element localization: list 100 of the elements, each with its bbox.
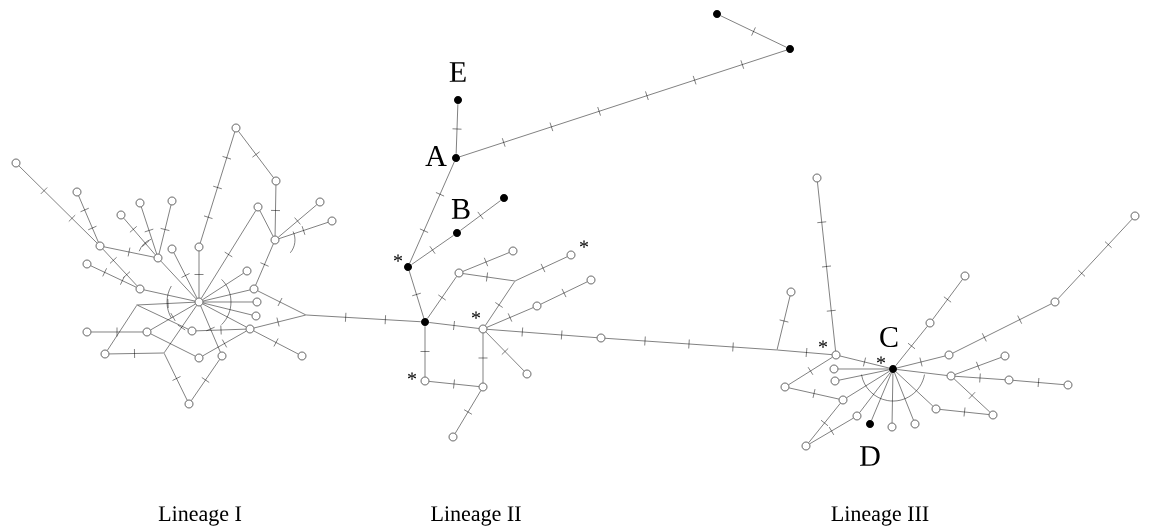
network-line bbox=[932, 279, 963, 320]
network-line bbox=[953, 378, 991, 413]
network-line bbox=[486, 307, 534, 328]
network-line bbox=[460, 200, 501, 231]
network-line bbox=[429, 379, 479, 389]
network-line bbox=[409, 161, 455, 264]
network-line bbox=[200, 131, 235, 244]
network-line bbox=[452, 103, 462, 155]
network-line bbox=[173, 252, 198, 299]
network-line bbox=[463, 272, 515, 282]
network-line bbox=[257, 290, 306, 315]
network-line bbox=[202, 302, 253, 316]
node-label: D bbox=[860, 446, 880, 466]
network-line bbox=[895, 326, 928, 366]
network-line bbox=[1057, 218, 1133, 300]
node-label: A bbox=[425, 146, 447, 166]
network-line bbox=[102, 248, 138, 287]
network-line bbox=[478, 333, 488, 383]
network-line bbox=[952, 303, 1052, 354]
network-line bbox=[203, 301, 253, 303]
network-line bbox=[427, 276, 457, 319]
network-line bbox=[109, 348, 164, 359]
network-line bbox=[485, 281, 515, 326]
network-line bbox=[411, 235, 454, 265]
network-line bbox=[253, 314, 306, 329]
network-line bbox=[202, 330, 247, 357]
network-line bbox=[270, 185, 281, 236]
network-line bbox=[420, 325, 430, 377]
network-line bbox=[485, 331, 525, 372]
network-line bbox=[955, 373, 1005, 383]
network-line bbox=[891, 372, 894, 423]
network-line bbox=[720, 15, 787, 48]
network-line bbox=[838, 369, 890, 381]
network-line bbox=[150, 333, 196, 357]
network-line bbox=[788, 357, 833, 385]
network-line bbox=[150, 303, 196, 331]
network-line bbox=[278, 222, 329, 239]
network-line bbox=[202, 289, 251, 302]
node-label: * bbox=[472, 311, 481, 319]
network-line bbox=[191, 359, 220, 401]
network-line bbox=[278, 204, 317, 238]
network-line bbox=[462, 252, 510, 272]
network-line bbox=[164, 353, 188, 401]
node-label: C bbox=[880, 326, 898, 348]
network-line bbox=[160, 260, 197, 300]
network-line bbox=[200, 305, 221, 353]
network-line bbox=[141, 206, 157, 255]
network-line bbox=[306, 312, 422, 325]
network-line bbox=[202, 273, 244, 300]
network-line bbox=[1013, 377, 1064, 388]
network-line bbox=[487, 327, 597, 340]
network-line bbox=[196, 325, 246, 335]
network-line bbox=[846, 370, 890, 398]
network-line bbox=[103, 246, 155, 258]
network-line bbox=[143, 289, 196, 302]
network-line bbox=[940, 407, 989, 417]
network-line bbox=[194, 251, 204, 298]
lineage-label: Lineage III bbox=[831, 506, 929, 526]
network-line bbox=[137, 298, 195, 309]
node-label: * bbox=[819, 340, 828, 348]
network-line bbox=[605, 336, 777, 352]
network-line bbox=[839, 355, 890, 369]
network-line bbox=[895, 371, 934, 407]
node-label: * bbox=[877, 356, 886, 364]
network-line bbox=[808, 403, 841, 443]
network-line bbox=[459, 50, 787, 157]
network-line bbox=[896, 369, 947, 376]
network-line bbox=[428, 320, 479, 331]
network-line bbox=[90, 265, 137, 288]
lineage-label: Lineage I bbox=[158, 506, 242, 526]
network-line bbox=[238, 131, 274, 178]
network-line bbox=[788, 387, 840, 400]
node-label: E bbox=[449, 62, 466, 82]
network-line bbox=[123, 218, 156, 255]
network-line bbox=[859, 372, 891, 413]
network-line bbox=[78, 195, 99, 243]
node-label: B bbox=[451, 199, 470, 219]
network-line bbox=[454, 390, 482, 434]
network-line bbox=[409, 270, 424, 319]
lineage-label: Lineage II bbox=[431, 506, 521, 526]
network-line bbox=[164, 305, 197, 353]
network-line bbox=[202, 303, 247, 328]
network-line bbox=[259, 210, 274, 237]
network-line bbox=[871, 372, 892, 421]
network-line bbox=[18, 165, 98, 244]
network-line bbox=[201, 210, 256, 299]
network-line bbox=[91, 327, 143, 337]
network-line bbox=[809, 417, 854, 445]
network-line bbox=[896, 355, 946, 369]
network-line bbox=[776, 295, 791, 350]
network-line bbox=[107, 305, 137, 351]
node-label: * bbox=[408, 372, 417, 380]
network-line bbox=[255, 243, 274, 286]
network-line bbox=[253, 330, 299, 355]
network-line bbox=[954, 357, 1002, 375]
node-label: * bbox=[580, 240, 589, 248]
network-line bbox=[894, 372, 914, 421]
network-line bbox=[137, 305, 189, 330]
network-line bbox=[777, 347, 832, 358]
network-line bbox=[838, 368, 890, 370]
